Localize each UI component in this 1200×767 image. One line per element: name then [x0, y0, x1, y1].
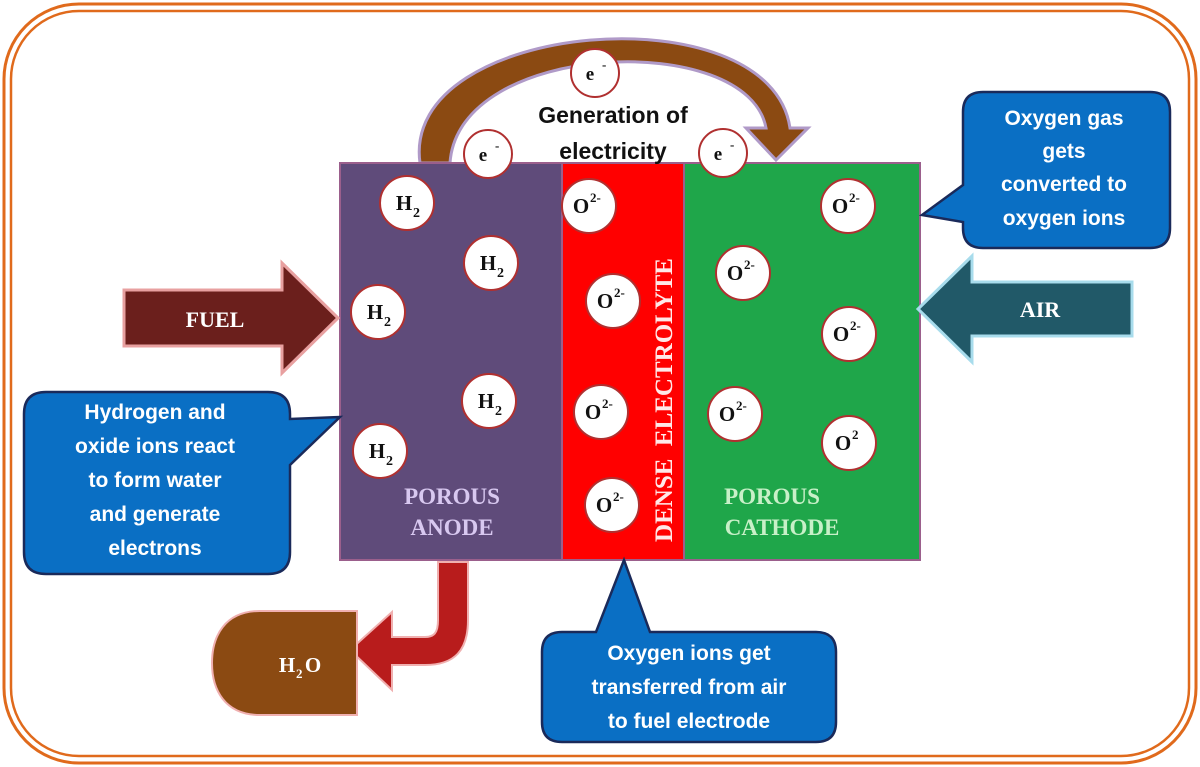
fuel-label: FUEL	[186, 307, 245, 332]
circuit-title-line1: Generation of	[538, 102, 688, 128]
fuel-input-arrow: FUEL	[122, 259, 341, 377]
svg-text:gets: gets	[1042, 140, 1085, 163]
svg-text:2-: 2-	[602, 396, 613, 411]
circuit-arrow	[417, 37, 812, 165]
svg-text:2-: 2-	[614, 285, 625, 300]
circuit-title-line2: electricity	[559, 138, 667, 164]
hydrogen-molecule: H 2	[463, 235, 519, 291]
hydrogen-molecule: H 2	[379, 175, 435, 231]
svg-text:Hydrogen and: Hydrogen and	[84, 401, 225, 424]
svg-text:H: H	[367, 300, 383, 324]
water-outlet-arrow	[348, 561, 469, 693]
hydrogen-molecule: H 2	[350, 284, 406, 340]
svg-text:2-: 2-	[850, 318, 861, 333]
air-label: AIR	[1020, 297, 1061, 322]
air-input-arrow: AIR	[915, 252, 1134, 366]
oxide-ion: O 2-	[715, 245, 771, 301]
svg-text:O: O	[596, 493, 612, 517]
svg-text:O: O	[835, 431, 851, 455]
cathode-label-line1: POROUS	[724, 484, 820, 509]
svg-text:H: H	[279, 653, 295, 677]
oxide-ion: O 2-	[820, 178, 876, 234]
svg-text:2: 2	[497, 266, 504, 281]
svg-text:Oxygen ions get: Oxygen ions get	[607, 642, 770, 665]
svg-text:2: 2	[852, 427, 859, 442]
svg-text:O: O	[305, 653, 321, 677]
svg-text:H: H	[369, 439, 385, 463]
svg-text:2-: 2-	[744, 257, 755, 272]
oxide-ion: O 2-	[707, 386, 763, 442]
svg-text:-: -	[602, 57, 606, 72]
oxide-ion: O 2-	[561, 178, 617, 234]
svg-text:2: 2	[296, 666, 303, 681]
callout-hydrogen-reaction: Hydrogen and oxide ions react to form wa…	[22, 390, 344, 576]
oxide-ion: O 2-	[584, 477, 640, 533]
electron-particle: e -	[463, 129, 513, 179]
svg-text:O: O	[832, 194, 848, 218]
callout-oxygen-transfer: Oxygen ions get transferred from air to …	[540, 556, 838, 744]
svg-text:O: O	[719, 402, 735, 426]
svg-text:Oxygen gas: Oxygen gas	[1004, 107, 1123, 130]
svg-text:e: e	[479, 145, 487, 166]
water-product: H 2 O	[210, 610, 358, 716]
svg-text:H: H	[480, 251, 496, 275]
inner-frame	[9, 9, 1191, 758]
svg-text:2-: 2-	[590, 190, 601, 205]
svg-text:2: 2	[384, 315, 391, 330]
svg-text:O: O	[573, 194, 589, 218]
svg-text:and generate: and generate	[90, 503, 221, 526]
svg-text:e: e	[714, 144, 722, 165]
svg-text:-: -	[495, 138, 499, 153]
electron-particle: e -	[698, 128, 748, 178]
porous-cathode-layer	[683, 162, 921, 561]
oxide-ion: O 2-	[573, 384, 629, 440]
svg-text:O: O	[727, 261, 743, 285]
svg-text:-: -	[730, 137, 734, 152]
svg-text:to form water: to form water	[88, 469, 221, 492]
svg-text:to fuel electrode: to fuel electrode	[608, 710, 770, 733]
svg-text:O: O	[585, 400, 601, 424]
svg-text:H: H	[396, 191, 412, 215]
svg-text:2-: 2-	[613, 489, 624, 504]
oxide-ion: O 2-	[585, 273, 641, 329]
hydrogen-molecule: H 2	[352, 423, 408, 479]
svg-text:2-: 2-	[736, 398, 747, 413]
callout-oxygen-gas: Oxygen gas gets converted to oxygen ions	[918, 90, 1172, 250]
anode-label-line1: POROUS	[404, 484, 500, 509]
svg-text:O: O	[833, 322, 849, 346]
electrolyte-label: DENSE ELECTROLYTE	[651, 258, 678, 542]
svg-text:oxygen ions: oxygen ions	[1003, 207, 1126, 230]
svg-text:O: O	[597, 289, 613, 313]
oxide-ion: O 2-	[821, 306, 877, 362]
svg-text:2: 2	[413, 206, 420, 221]
svg-text:transferred from air: transferred from air	[592, 676, 787, 699]
svg-text:2-: 2-	[849, 190, 860, 205]
anode-label-line2: ANODE	[410, 515, 493, 540]
hydrogen-molecule: H 2	[461, 373, 517, 429]
svg-text:e: e	[586, 64, 594, 85]
cathode-label-line2: CATHODE	[725, 515, 840, 540]
svg-text:H: H	[478, 389, 494, 413]
svg-text:oxide ions react: oxide ions react	[75, 435, 235, 458]
oxide-ion: O 2	[821, 415, 877, 471]
svg-text:2: 2	[386, 454, 393, 469]
electron-particle: e -	[570, 48, 620, 98]
porous-anode-layer	[339, 162, 563, 561]
svg-text:electrons: electrons	[108, 537, 201, 560]
svg-text:converted to: converted to	[1001, 173, 1127, 196]
svg-text:2: 2	[495, 404, 502, 419]
